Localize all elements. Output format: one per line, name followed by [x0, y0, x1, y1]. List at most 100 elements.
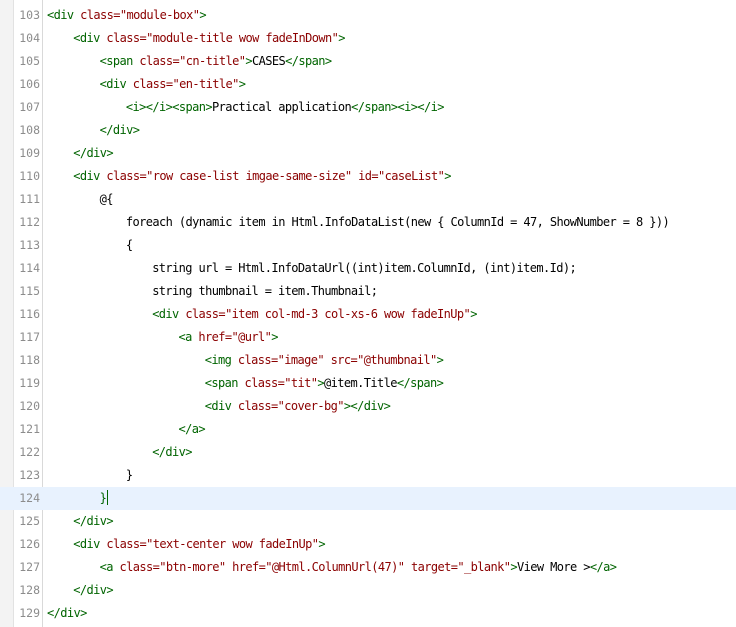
- code-text[interactable]: <i></i><span>Practical application</span…: [126, 96, 445, 119]
- code-line[interactable]: 105<span class="cn-title">CASES</span>: [0, 50, 736, 73]
- token-tag: }: [99, 491, 107, 505]
- code-line[interactable]: 108</div>: [0, 119, 736, 142]
- token-tag: </div>: [152, 445, 192, 459]
- code-line[interactable]: 113{: [0, 234, 736, 257]
- code-line[interactable]: 120<div class="cover-bg"></div>: [0, 395, 736, 418]
- code-text[interactable]: <div class="module-box">: [47, 4, 207, 27]
- code-line[interactable]: 123}: [0, 464, 736, 487]
- code-line[interactable]: 116 <div class="item col-md-3 col-xs-6 wo…: [0, 303, 736, 326]
- code-line[interactable]: 128</div>: [0, 579, 736, 602]
- code-text[interactable]: <div class="cover-bg"></div>: [205, 395, 391, 418]
- token-str: "@url": [231, 330, 272, 344]
- code-line[interactable]: 109</div>: [0, 142, 736, 165]
- code-line[interactable]: 119<span class="tit">@item.Title</span>: [0, 372, 736, 395]
- code-line[interactable]: 122</div>: [0, 441, 736, 464]
- code-text[interactable]: foreach (dynamic item in Html.InfoDataLi…: [125, 211, 670, 234]
- token-str: "cn-title": [179, 54, 246, 68]
- token-str: "item col-md-3 col-xs-6 wow fadeInUp": [225, 307, 471, 321]
- code-text[interactable]: @{: [100, 188, 114, 211]
- line-number: 125: [19, 514, 40, 528]
- line-number: 118: [19, 353, 40, 367]
- code-text[interactable]: </a>: [179, 418, 206, 441]
- token-tag: </div>: [73, 583, 114, 597]
- token-str: "row case-list imgae-same-size": [146, 169, 352, 183]
- token-str: "module-box": [119, 8, 200, 22]
- token-tag: <div: [99, 77, 133, 91]
- code-line[interactable]: 121 </a>: [0, 418, 736, 441]
- code-text[interactable]: <div class="row case-list imgae-same-siz…: [73, 165, 451, 188]
- code-text[interactable]: </div>: [73, 579, 113, 602]
- token-attr: class=: [119, 560, 160, 574]
- token-attr: href=: [198, 330, 232, 344]
- line-number: 117: [19, 330, 40, 344]
- code-text[interactable]: <div class="en-title">: [100, 73, 246, 96]
- token-txt: string thumbnail = item.Thumbnail;: [152, 284, 378, 298]
- code-line[interactable]: 103<div class="module-box">: [0, 4, 736, 27]
- code-line[interactable]: 129</div>: [0, 602, 736, 625]
- token-attr: class=: [106, 169, 147, 183]
- token-str: "@Html.ColumnUrl(47)": [265, 560, 405, 574]
- code-text[interactable]: </div>: [100, 119, 140, 142]
- token-str: "_blank": [457, 560, 511, 574]
- code-text[interactable]: <div class="module-title wow fadeInDown"…: [73, 27, 345, 50]
- code-line[interactable]: 110<div class="row case-list imgae-same-…: [0, 165, 736, 188]
- code-text[interactable]: }: [100, 487, 109, 510]
- token-tag: <div: [152, 307, 186, 321]
- code-text[interactable]: string thumbnail = item.Thumbnail;: [152, 280, 378, 303]
- token-txt: View More >: [516, 560, 590, 574]
- code-line[interactable]: 107<i></i><span>Practical application</s…: [0, 96, 736, 119]
- code-line[interactable]: 127<a class="btn-more" href="@Html.Colum…: [0, 556, 736, 579]
- code-text[interactable]: </div>: [73, 510, 113, 533]
- token-txt: string url = Html.InfoDataUrl((int)item.…: [152, 261, 577, 275]
- token-str: "cover-bg": [277, 399, 345, 413]
- code-line[interactable]: 106<div class="en-title">: [0, 73, 736, 96]
- token-attr: src=: [324, 353, 358, 367]
- token-attr: class=: [244, 376, 285, 390]
- code-text[interactable]: <span class="tit">@item.Title</span>: [205, 372, 444, 395]
- token-txt: CASES: [251, 54, 286, 68]
- code-lines[interactable]: 103<div class="module-box">104<div class…: [0, 4, 736, 625]
- line-number: 116: [19, 307, 40, 321]
- code-text[interactable]: <div class="text-center wow fadeInUp">: [73, 533, 325, 556]
- line-number-gutter: [0, 0, 43, 627]
- token-str: "caseList": [378, 169, 445, 183]
- code-line[interactable]: 115 string thumbnail = item.Thumbnail;: [0, 280, 736, 303]
- code-text[interactable]: </div>: [73, 142, 113, 165]
- code-line[interactable]: 125 </div>: [0, 510, 736, 533]
- token-tag: <span: [204, 376, 245, 390]
- token-tag: >: [444, 169, 451, 183]
- token-tag: >: [338, 31, 345, 45]
- code-line[interactable]: 111@{: [0, 188, 736, 211]
- token-str: "module-title wow fadeInDown": [146, 31, 339, 45]
- code-line[interactable]: 126<div class="text-center wow fadeInUp"…: [0, 533, 736, 556]
- token-tag: </span><i></i>: [351, 100, 444, 114]
- token-attr: class=: [80, 8, 120, 22]
- line-number: 115: [19, 284, 40, 298]
- code-line[interactable]: 117 <a href="@url">: [0, 326, 736, 349]
- token-txt: @item.Title: [324, 376, 397, 390]
- token-tag: </div>: [99, 123, 140, 137]
- code-text[interactable]: </div>: [152, 441, 192, 464]
- code-text[interactable]: }: [126, 464, 133, 487]
- fold-margin: [0, 0, 14, 627]
- token-tag: <img: [204, 353, 238, 367]
- code-text[interactable]: <a href="@url">: [178, 326, 279, 349]
- token-tag: </div>: [47, 606, 87, 620]
- code-text[interactable]: <a class="btn-more" href="@Html.ColumnUr…: [100, 556, 617, 579]
- code-text[interactable]: {: [126, 234, 133, 257]
- code-line[interactable]: 124}: [0, 487, 736, 510]
- text-cursor: [107, 490, 109, 505]
- token-txt: foreach (dynamic item in Html.InfoDataLi…: [125, 215, 670, 229]
- code-text[interactable]: <span class="cn-title">CASES</span>: [100, 50, 332, 73]
- code-text[interactable]: <div class="item col-md-3 col-xs-6 wow f…: [152, 303, 477, 326]
- token-tag: <a: [178, 330, 199, 344]
- code-text[interactable]: <img class="image" src="@thumbnail">: [205, 349, 444, 372]
- code-text[interactable]: </div>: [47, 602, 87, 625]
- code-text[interactable]: string url = Html.InfoDataUrl((int)item.…: [152, 257, 577, 280]
- code-line[interactable]: 104<div class="module-title wow fadeInDo…: [0, 27, 736, 50]
- code-line[interactable]: 118 <img class="image" src="@thumbnail">: [0, 349, 736, 372]
- line-number: 121: [19, 422, 40, 436]
